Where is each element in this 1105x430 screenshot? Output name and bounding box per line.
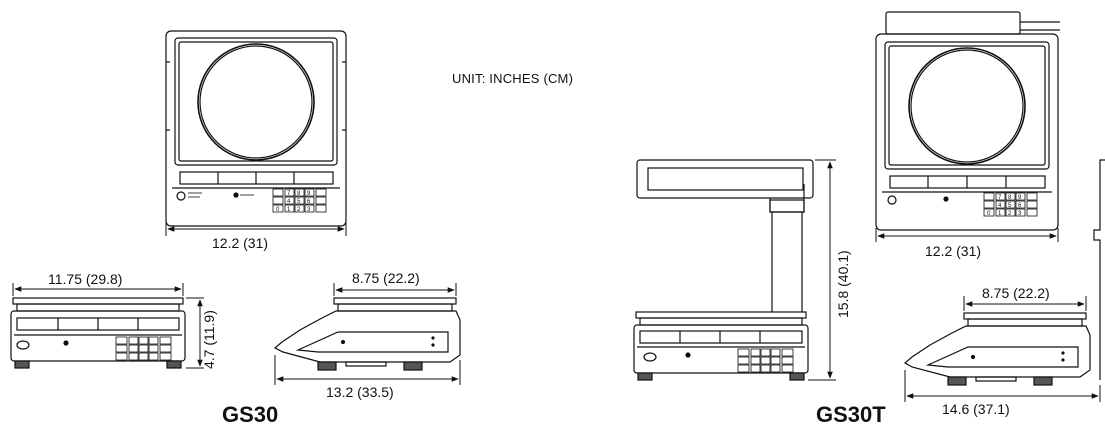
t-key-3: 3 [1018,211,1022,217]
key-1: 1 [287,207,291,213]
key-0: 0 [276,207,280,213]
gs30-side-length-label: 13.2 (33.5) [326,384,394,400]
gs30-top-width-dim [165,222,347,236]
gs30-front-view [10,297,186,369]
gs30t-side-depth-label: 8.75 (22.2) [982,285,1050,301]
gs30-top-width-label: 12.2 (31) [212,235,268,251]
t-key-0: 0 [987,211,991,217]
unit-label: UNIT: INCHES (CM) [452,71,574,86]
t-key-4: 4 [998,203,1002,209]
t-key-7: 7 [998,195,1002,201]
gs30-side-length-dim [274,355,461,385]
t-key-8: 8 [1008,195,1012,201]
gs30t-side-length-dim [904,370,1101,402]
gs30-front-height-dim [186,297,204,369]
gs30-front-width-dim [12,283,184,296]
gs30-top-keypad-digits: 7 8 9 4 5 6 0 1 2 3 [276,191,311,213]
key-6: 6 [307,199,311,205]
gs30t-pole-height-dim [808,159,836,381]
gs30t-top-width-dim [875,228,1059,242]
gs30t-front-view [633,159,814,381]
gs30t-top-width-label: 12.2 (31) [925,243,981,259]
key-8: 8 [297,191,301,197]
gs30-side-depth-label: 8.75 (22.2) [352,270,420,286]
gs30t-side-length-label: 14.6 (37.1) [942,401,1010,417]
key-7: 7 [287,191,291,197]
t-key-9: 9 [1018,195,1022,201]
t-key-5: 5 [1008,203,1012,209]
key-4: 4 [287,199,291,205]
t-key-6: 6 [1018,203,1022,209]
key-3: 3 [307,207,311,213]
gs30t-side-depth-dim [963,296,1087,311]
t-key-1: 1 [998,211,1002,217]
key-2: 2 [297,207,301,213]
gs30-side-view [273,297,461,371]
gs30-side-depth-dim [333,283,457,296]
model-gs30-title: GS30 [222,402,279,427]
gs30t-side-view [903,159,1105,386]
key-5: 5 [297,199,301,205]
gs30-top-view [165,30,347,227]
model-gs30t-title: GS30T [816,402,886,427]
gs30t-pole-height-label: 15.8 (40.1) [835,250,851,318]
gs30t-top-keypad-digits: 7 8 9 4 5 6 0 1 2 3 [987,195,1022,217]
gs30t-top-view [875,11,1060,231]
gs30-front-width-label: 11.75 (29.8) [48,271,122,287]
t-key-2: 2 [1008,211,1012,217]
key-9: 9 [307,191,311,197]
gs30-front-height-label: 4.7 (11.9) [201,310,217,369]
